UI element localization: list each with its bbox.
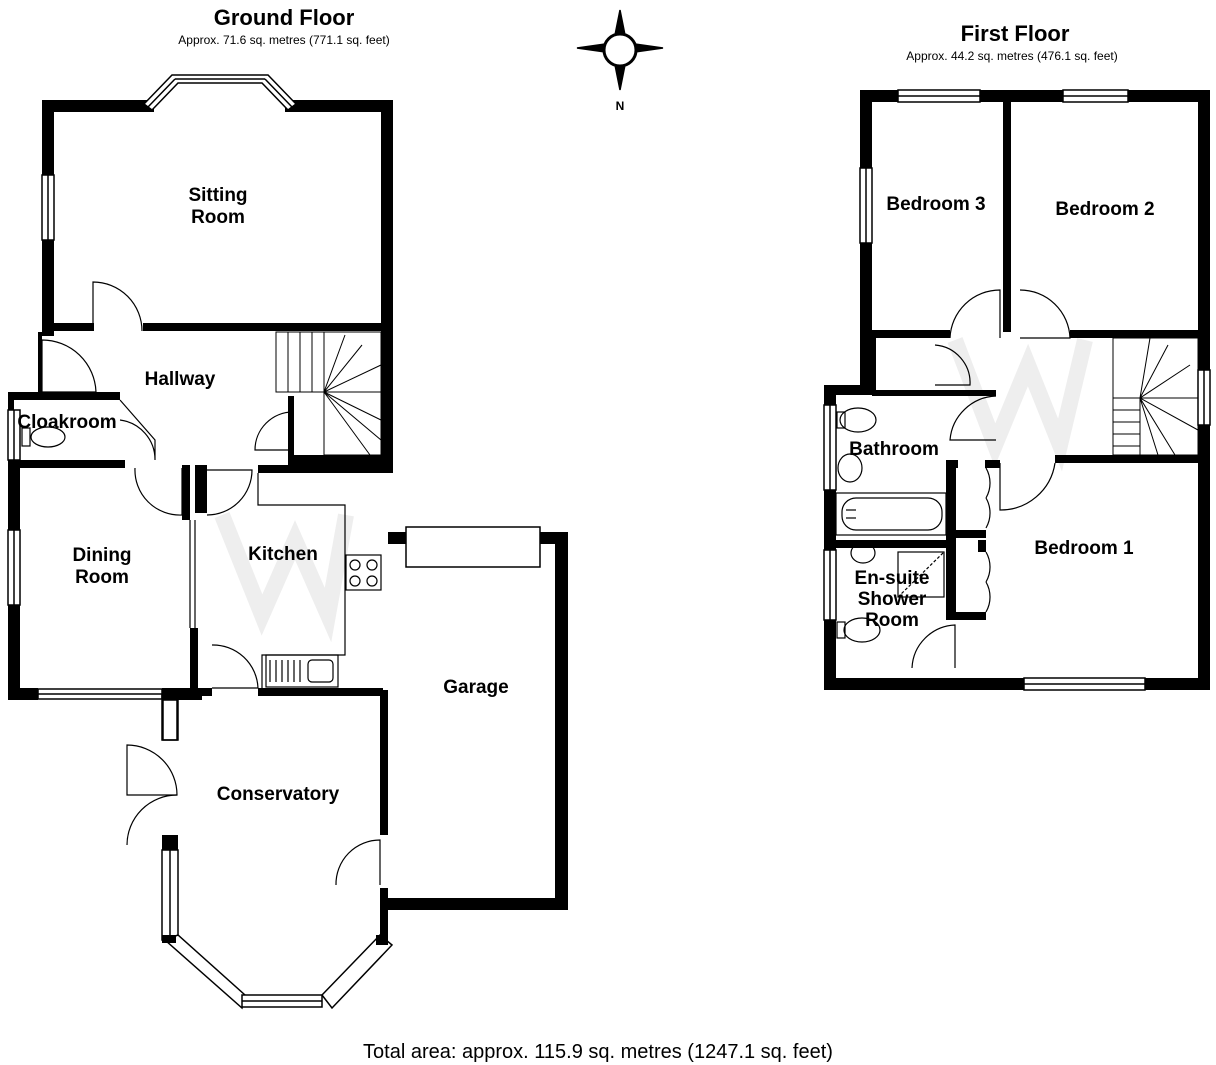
bedroom1-label: Bedroom 1 [1034,538,1134,559]
cloakroom-fixtures [21,426,66,448]
ground-floor-title: Ground Floor [214,5,355,30]
ground-windows [7,174,541,1010]
sitting-room-label-line1: Sitting [188,185,247,206]
first-door-swings [911,289,1071,669]
sitting-room-label-line2: Room [191,207,245,228]
total-area-label: Total area: approx. 115.9 sq. metres (12… [363,1041,833,1063]
first-windows [823,89,1211,691]
sitting-room-bay-window [142,74,298,111]
watermark-first [947,337,1093,472]
compass-north-label: N [616,99,625,113]
ground-door-swings [41,281,381,886]
kitchen-label: Kitchen [248,544,318,565]
watermark-ground [214,512,354,643]
ensuite-label-line1: En-suite [855,568,930,589]
dining-room-label-line1: Dining [72,545,131,566]
garage-label: Garage [443,677,508,698]
ensuite-label-line3: Room [865,610,919,631]
bedroom2-label: Bedroom 2 [1055,199,1154,220]
compass-icon [576,9,664,91]
kitchen-fixtures [257,473,382,688]
cloakroom-label: Cloakroom [17,412,116,433]
first-floor-walls [824,90,1210,690]
first-floor-area: Approx. 44.2 sq. metres (476.1 sq. feet) [906,49,1117,63]
conservatory-label: Conservatory [217,784,340,805]
ground-stairs [275,331,382,456]
hallway-label: Hallway [145,369,216,390]
ground-floor-area: Approx. 71.6 sq. metres (771.1 sq. feet) [178,33,389,47]
bathroom-fixtures [835,407,947,643]
first-stairs [1112,337,1199,456]
bedroom3-label: Bedroom 3 [886,194,985,215]
dining-room-label-line2: Room [75,567,129,588]
first-floor-title: First Floor [961,21,1070,46]
ensuite-label-line2: Shower [858,589,927,610]
bathroom-label: Bathroom [849,439,939,460]
conservatory-frame [162,835,388,945]
ground-floor-walls [8,100,568,950]
